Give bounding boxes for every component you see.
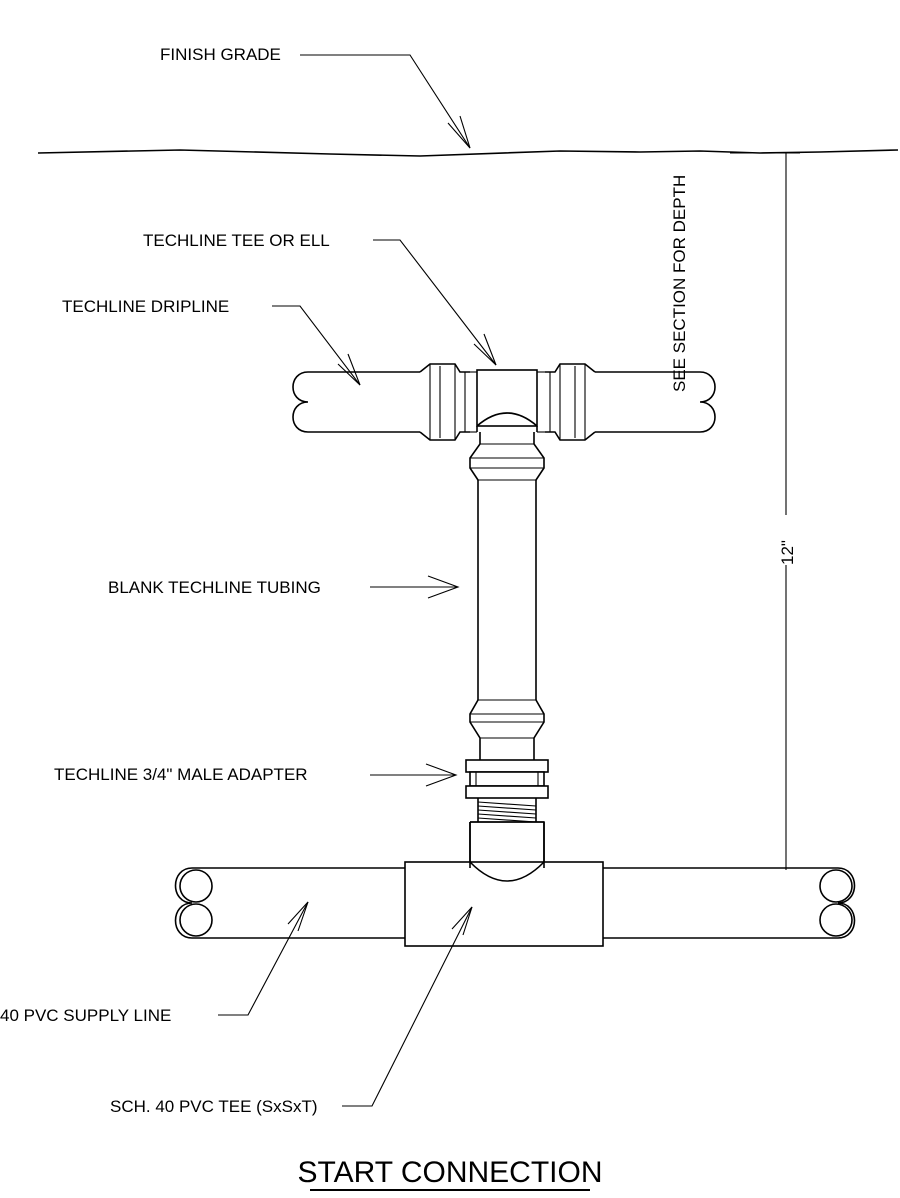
techline-tee-fitting	[470, 369, 545, 433]
techline-tee-arrowhead	[473, 333, 497, 366]
sch40-pvc-tee	[404, 821, 604, 947]
dimension-text-gap	[778, 515, 794, 565]
pvc-tee-arrowhead	[451, 906, 473, 936]
techline-dripline-arrowhead	[337, 353, 361, 386]
supply-line-label: 40 PVC SUPPLY LINE	[0, 1006, 171, 1025]
techline-dripline-leader	[272, 305, 361, 386]
pvc-tee-label: SCH. 40 PVC TEE (SxSxT)	[110, 1097, 318, 1116]
see-section-label: SEE SECTION FOR DEPTH	[670, 175, 689, 392]
male-adapter-label: TECHLINE 3/4" MALE ADAPTER	[54, 765, 308, 784]
supply-line-leader	[218, 901, 309, 1016]
male-adapter-arrowhead	[425, 763, 458, 787]
detail-title: START CONNECTION	[297, 1156, 602, 1189]
pvc-supply-line	[174, 867, 856, 939]
techline-dripline-label: TECHLINE DRIPLINE	[62, 297, 229, 316]
blank-tubing-arrowhead	[427, 575, 460, 599]
techline-tee-label: TECHLINE TEE OR ELL	[143, 231, 330, 250]
finish-grade-label: FINISH GRADE	[160, 45, 281, 64]
techline-tee-leader	[373, 239, 497, 366]
supply-line-arrowhead	[287, 901, 309, 932]
finish-grade-arrowhead	[447, 115, 471, 149]
finish-grade-leader	[300, 54, 471, 149]
pvc-tee-leader	[342, 906, 473, 1107]
techline-dripline-pipe	[292, 363, 716, 441]
blank-techline-tubing	[469, 432, 545, 760]
blank-tubing-label: BLANK TECHLINE TUBING	[108, 578, 321, 597]
dimension-label: 12"	[778, 540, 797, 565]
techline-male-adapter	[465, 759, 549, 823]
